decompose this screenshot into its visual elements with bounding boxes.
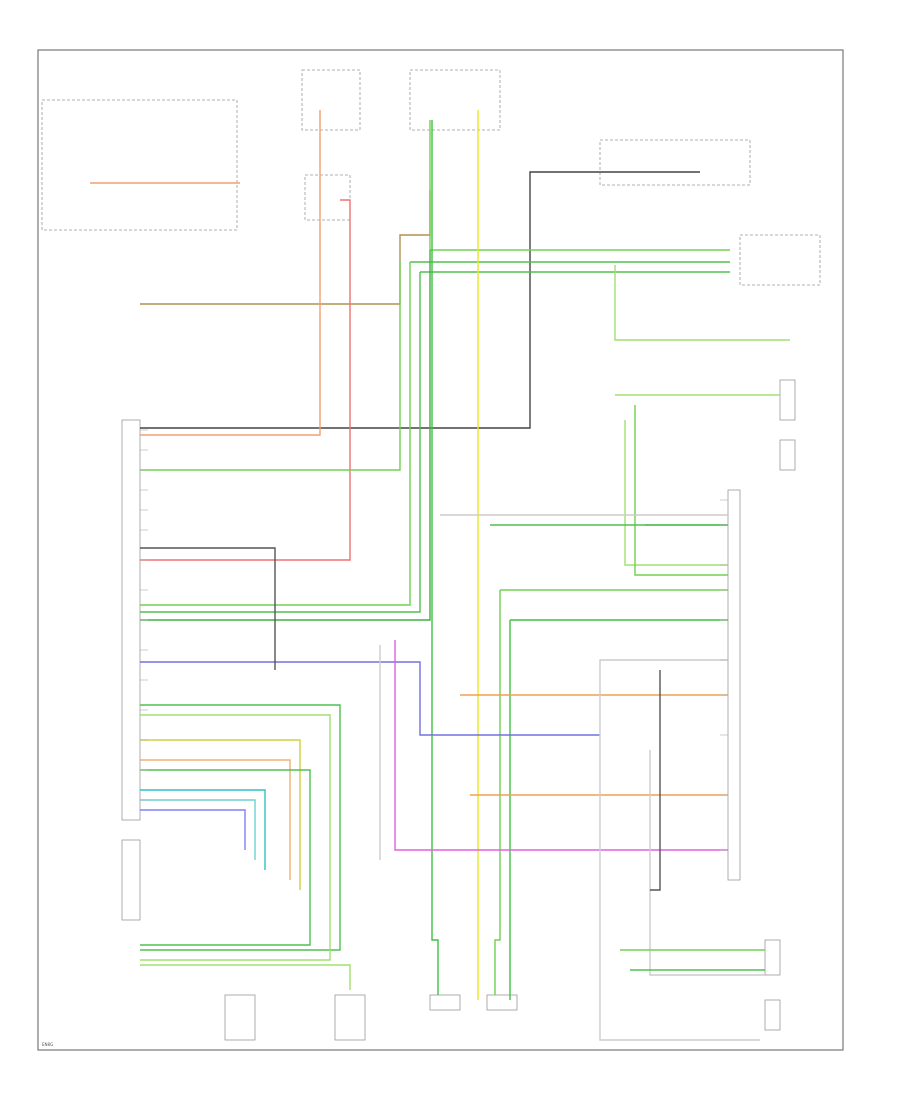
- right-speaker-3: [764, 939, 781, 976]
- wire-lower-green-2: [140, 769, 311, 946]
- wire-lower-orange: [140, 759, 291, 880]
- wire-olive: [140, 190, 431, 305]
- wire-black-left: [140, 547, 276, 670]
- right-speaker-1: [779, 379, 796, 421]
- radio-lower-connector: [121, 839, 141, 921]
- fuse-box-top-2: [409, 69, 501, 131]
- wire-lower-green: [140, 704, 341, 951]
- wire-pink: [140, 199, 351, 561]
- diagram-frame: [37, 49, 844, 1051]
- bottom-antenna-left: [429, 994, 461, 1011]
- wire-green-radio-upper: [140, 262, 401, 471]
- radio-module: [121, 419, 141, 821]
- wire-lower-cyan-2: [140, 799, 256, 860]
- amplifier-module: [727, 489, 741, 881]
- right-upper-component: [599, 139, 751, 186]
- wire-black-main: [140, 171, 700, 429]
- wire-green-vertical-3: [140, 250, 431, 621]
- right-speaker-4: [764, 999, 781, 1031]
- bottom-antenna-right: [486, 994, 518, 1011]
- bottom-module-2: [334, 994, 366, 1041]
- diagram-footer-code: EN8G: [42, 1042, 53, 1047]
- wire-right-lightgreen-1: [614, 265, 790, 341]
- wire-green-vertical-1: [140, 262, 411, 606]
- wire-green-vertical-2: [140, 272, 421, 613]
- wire-orange-vertical: [140, 110, 321, 436]
- wire-gray-4: [649, 750, 765, 976]
- radio-pin-ticks: [140, 429, 148, 801]
- wire-lower-cyan-1: [140, 789, 266, 870]
- wire-lower-bottom-1: [140, 964, 351, 990]
- amplifier-pin-ticks: [720, 499, 728, 851]
- left-switch-box: [41, 99, 238, 231]
- wire-gray-3: [599, 659, 760, 1041]
- wire-blue: [140, 661, 600, 736]
- wire-magenta: [394, 640, 728, 851]
- fuse-box-top-1: [301, 69, 361, 131]
- wire-green-amp-2: [494, 590, 501, 995]
- wire-lower-yellow: [140, 739, 301, 890]
- right-connector-box: [739, 234, 821, 286]
- right-speaker-2: [779, 439, 796, 471]
- wire-right-lightgreen-3: [624, 420, 728, 566]
- wire-green-long: [431, 120, 439, 995]
- wire-right-green-4: [634, 405, 728, 576]
- wire-black-right: [650, 670, 661, 891]
- wire-lower-blue: [140, 809, 246, 850]
- wire-lower-lightgreen: [140, 714, 331, 961]
- bottom-module-1: [224, 994, 256, 1041]
- junction-box: [304, 174, 351, 221]
